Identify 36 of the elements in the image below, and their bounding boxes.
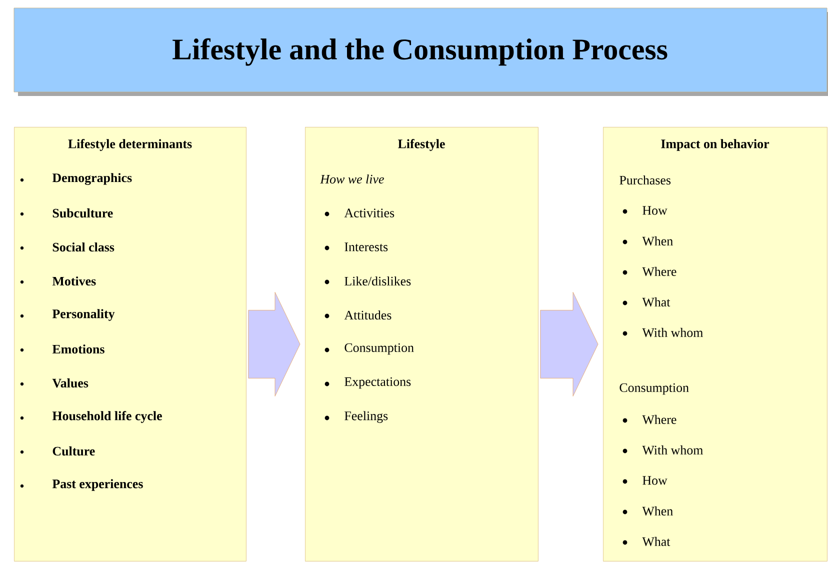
list-item: Expectations: [324, 377, 411, 389]
list-item: Like/dislikes: [324, 276, 411, 286]
list-item: Household life cycle: [20, 411, 162, 423]
list-item: With whom: [622, 445, 703, 455]
list-item: Personality: [20, 309, 115, 321]
list-item: How: [622, 476, 668, 485]
list-item: Consumption: [324, 343, 414, 355]
list-item: Feelings: [324, 411, 388, 423]
list-item: Activities: [324, 208, 394, 218]
panel-heading: Impact on behavior: [661, 139, 770, 151]
subheading: Consumption: [620, 383, 689, 395]
list-item: Attitudes: [324, 310, 392, 320]
list-item: How: [622, 206, 668, 215]
list-item: Motives: [20, 276, 96, 286]
list-item: When: [622, 506, 673, 516]
subheading: How we live: [320, 174, 384, 184]
subheading: Purchases: [620, 175, 671, 185]
list-item: What: [622, 536, 670, 546]
block-arrow: [540, 292, 598, 396]
list-item: With whom: [622, 328, 703, 338]
panel-heading: Lifestyle determinants: [68, 139, 192, 151]
panel-heading: Lifestyle: [398, 139, 445, 151]
list-item: Past experiences: [20, 479, 143, 491]
list-item: Interests: [324, 242, 388, 252]
list-item: Where: [622, 414, 676, 424]
title-banner: Lifestyle and the Consumption Process: [14, 8, 828, 96]
list-item: When: [622, 236, 673, 246]
list-item: Where: [622, 266, 676, 276]
list-item: Emotions: [20, 344, 104, 354]
list-item: What: [622, 297, 670, 307]
list-item: Subculture: [20, 208, 113, 218]
list-item: Social class: [20, 242, 114, 252]
list-item: Demographics: [20, 173, 132, 185]
list-item: Values: [20, 378, 88, 388]
block-arrow: [248, 292, 300, 396]
list-item: Culture: [20, 446, 95, 456]
